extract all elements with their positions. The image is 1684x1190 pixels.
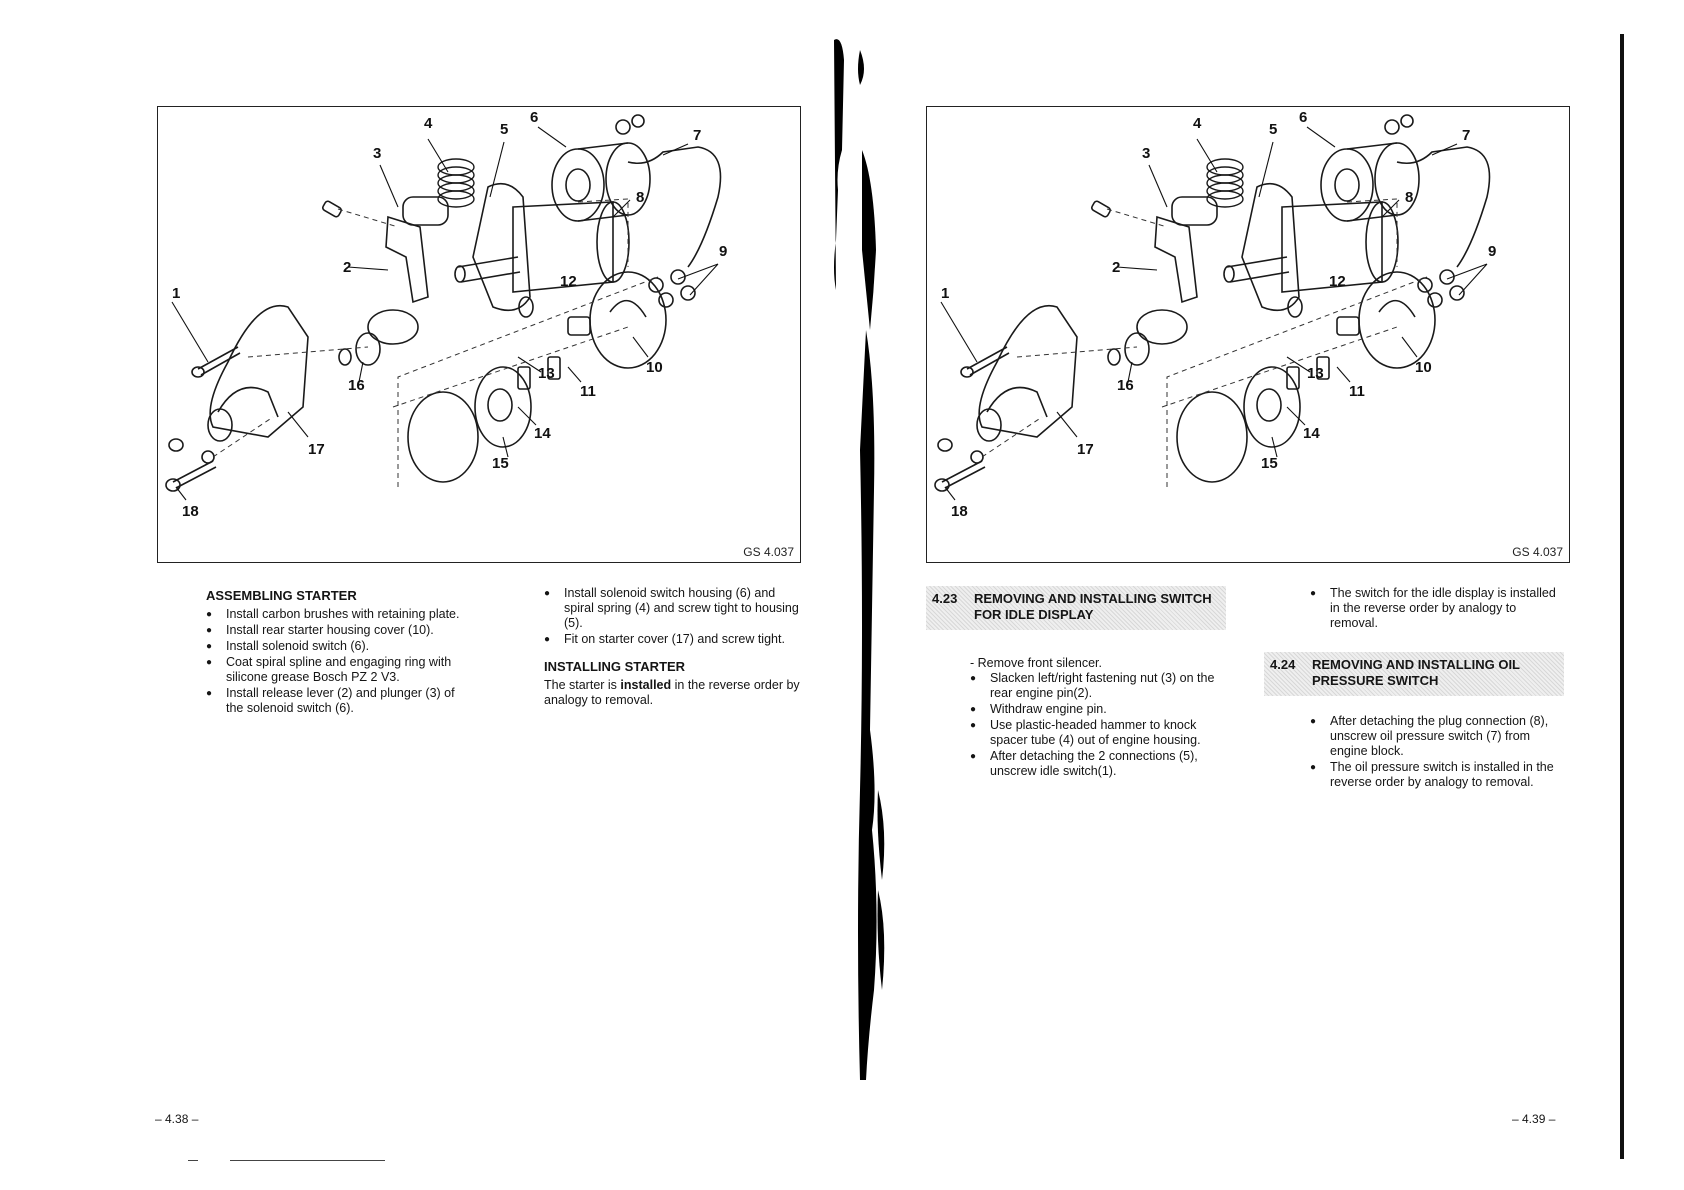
assembling-steps-list: Install carbon brushes with retaining pl…: [206, 607, 466, 716]
list-item: Install solenoid switch housing (6) and …: [544, 586, 806, 631]
assembling-starter-heading: ASSEMBLING STARTER: [206, 588, 357, 603]
callout-1: 1: [941, 285, 950, 302]
left-page: 1 2 3 4 5 6 7 8 9 10 11 12 13 14 15 16 1…: [0, 0, 830, 1190]
callout-2: 2: [343, 259, 352, 276]
solenoid-steps-list: Install solenoid switch housing (6) and …: [544, 586, 806, 647]
idle-switch-install-column: The switch for the idle display is insta…: [1310, 586, 1565, 632]
list-item: Slacken left/right fastening nut (3) on …: [970, 671, 1224, 701]
list-item: Install solenoid switch (6).: [206, 639, 466, 654]
idle-switch-install-list: The switch for the idle display is insta…: [1310, 586, 1565, 631]
callout-6: 6: [530, 109, 539, 126]
callout-7: 7: [1462, 127, 1471, 144]
page-number-left: – 4.38 –: [155, 1112, 199, 1126]
text-part: The starter is: [544, 678, 621, 692]
callout-18: 18: [182, 503, 199, 520]
installing-starter-heading: INSTALLING STARTER: [544, 659, 686, 674]
starter-exploded-diagram: 1 2 3 4 5 6 7 8 9 10 11 12 13 14 15 16 1…: [157, 106, 801, 563]
callout-3: 3: [373, 145, 382, 162]
callout-5: 5: [1269, 121, 1278, 138]
callout-5: 5: [500, 121, 509, 138]
list-item: After detaching the 2 connections (5), u…: [970, 749, 1224, 779]
page-number-right: – 4.39 –: [1512, 1112, 1556, 1126]
list-item: The oil pressure switch is installed in …: [1310, 760, 1565, 790]
bottom-rule: [230, 1160, 385, 1161]
callout-6: 6: [1299, 109, 1308, 126]
callout-15: 15: [1261, 455, 1278, 472]
callout-17: 17: [308, 441, 325, 458]
installing-starter-column: Install solenoid switch housing (6) and …: [544, 586, 806, 708]
callout-12: 12: [1329, 273, 1346, 290]
callout-13: 13: [538, 365, 555, 382]
section-number: 4.23: [932, 591, 958, 606]
right-page: 1 2 3 4 5 6 7 8 9 10 11 12 13 14 15 16 1…: [890, 0, 1684, 1190]
starter-parts-drawing: [934, 114, 1491, 501]
oil-pressure-switch-column: After detaching the plug connection (8),…: [1310, 714, 1565, 791]
section-title: REMOVING AND INSTALLING SWITCH FOR IDLE …: [974, 591, 1212, 622]
list-item: Coat spiral spline and engaging ring wit…: [206, 655, 466, 685]
right-edge-rule: [1620, 34, 1624, 1159]
callout-7: 7: [693, 127, 702, 144]
callout-11: 11: [1349, 383, 1365, 400]
bottom-dash: [188, 1160, 198, 1161]
list-item: The switch for the idle display is insta…: [1310, 586, 1565, 631]
callout-2: 2: [1112, 259, 1121, 276]
list-item: After detaching the plug connection (8),…: [1310, 714, 1565, 759]
section-4-24-header: 4.24 REMOVING AND INSTALLING OIL PRESSUR…: [1264, 652, 1564, 696]
callout-11: 11: [580, 383, 596, 400]
text-part: in the reverse order by analogy to remov…: [544, 678, 800, 707]
callout-8: 8: [1405, 189, 1414, 206]
list-item: Fit on starter cover (17) and screw tigh…: [544, 632, 806, 647]
list-item: Use plastic-headed hammer to knock space…: [970, 718, 1224, 748]
list-item: Install rear starter housing cover (10).: [206, 623, 466, 638]
text-emphasis: installed: [620, 678, 672, 692]
callout-10: 10: [646, 359, 663, 376]
installing-starter-text: The starter is installed in the reverse …: [544, 678, 806, 708]
section-4-23-header: 4.23 REMOVING AND INSTALLING SWITCH FOR …: [926, 586, 1226, 630]
starter-exploded-diagram: 1 2 3 4 5 6 7 8 9 10 11 12 13 14 15 16 1…: [926, 106, 1570, 563]
callout-3: 3: [1142, 145, 1151, 162]
callout-4: 4: [1193, 115, 1202, 132]
figure-reference: GS 4.037: [1512, 545, 1563, 559]
section-number: 4.24: [1270, 657, 1296, 672]
callout-16: 16: [348, 377, 365, 394]
callout-12: 12: [560, 273, 577, 290]
callout-13: 13: [1307, 365, 1324, 382]
callout-9: 9: [719, 243, 728, 260]
callout-14: 14: [1303, 425, 1320, 442]
starter-parts-drawing: [165, 114, 722, 501]
callout-8: 8: [636, 189, 645, 206]
list-item: Withdraw engine pin.: [970, 702, 1224, 717]
remove-silencer-step: - Remove front silencer.: [970, 656, 1102, 670]
idle-switch-steps-column: - Remove front silencer. Slacken left/ri…: [970, 656, 1224, 780]
callout-15: 15: [492, 455, 509, 472]
callout-16: 16: [1117, 377, 1134, 394]
callout-14: 14: [534, 425, 551, 442]
idle-switch-steps-list: Slacken left/right fastening nut (3) on …: [970, 671, 1224, 779]
figure-reference: GS 4.037: [743, 545, 794, 559]
callout-18: 18: [951, 503, 968, 520]
callout-17: 17: [1077, 441, 1094, 458]
book-spine-shadow: [834, 39, 885, 1080]
callout-10: 10: [1415, 359, 1432, 376]
list-item: Install release lever (2) and plunger (3…: [206, 686, 466, 716]
list-item: Install carbon brushes with retaining pl…: [206, 607, 466, 622]
callout-1: 1: [172, 285, 181, 302]
section-title: REMOVING AND INSTALLING OIL PRESSURE SWI…: [1312, 657, 1520, 688]
callout-4: 4: [424, 115, 433, 132]
assembling-starter-column: ASSEMBLING STARTER Install carbon brushe…: [206, 588, 466, 717]
oil-pressure-switch-list: After detaching the plug connection (8),…: [1310, 714, 1565, 790]
callout-9: 9: [1488, 243, 1497, 260]
